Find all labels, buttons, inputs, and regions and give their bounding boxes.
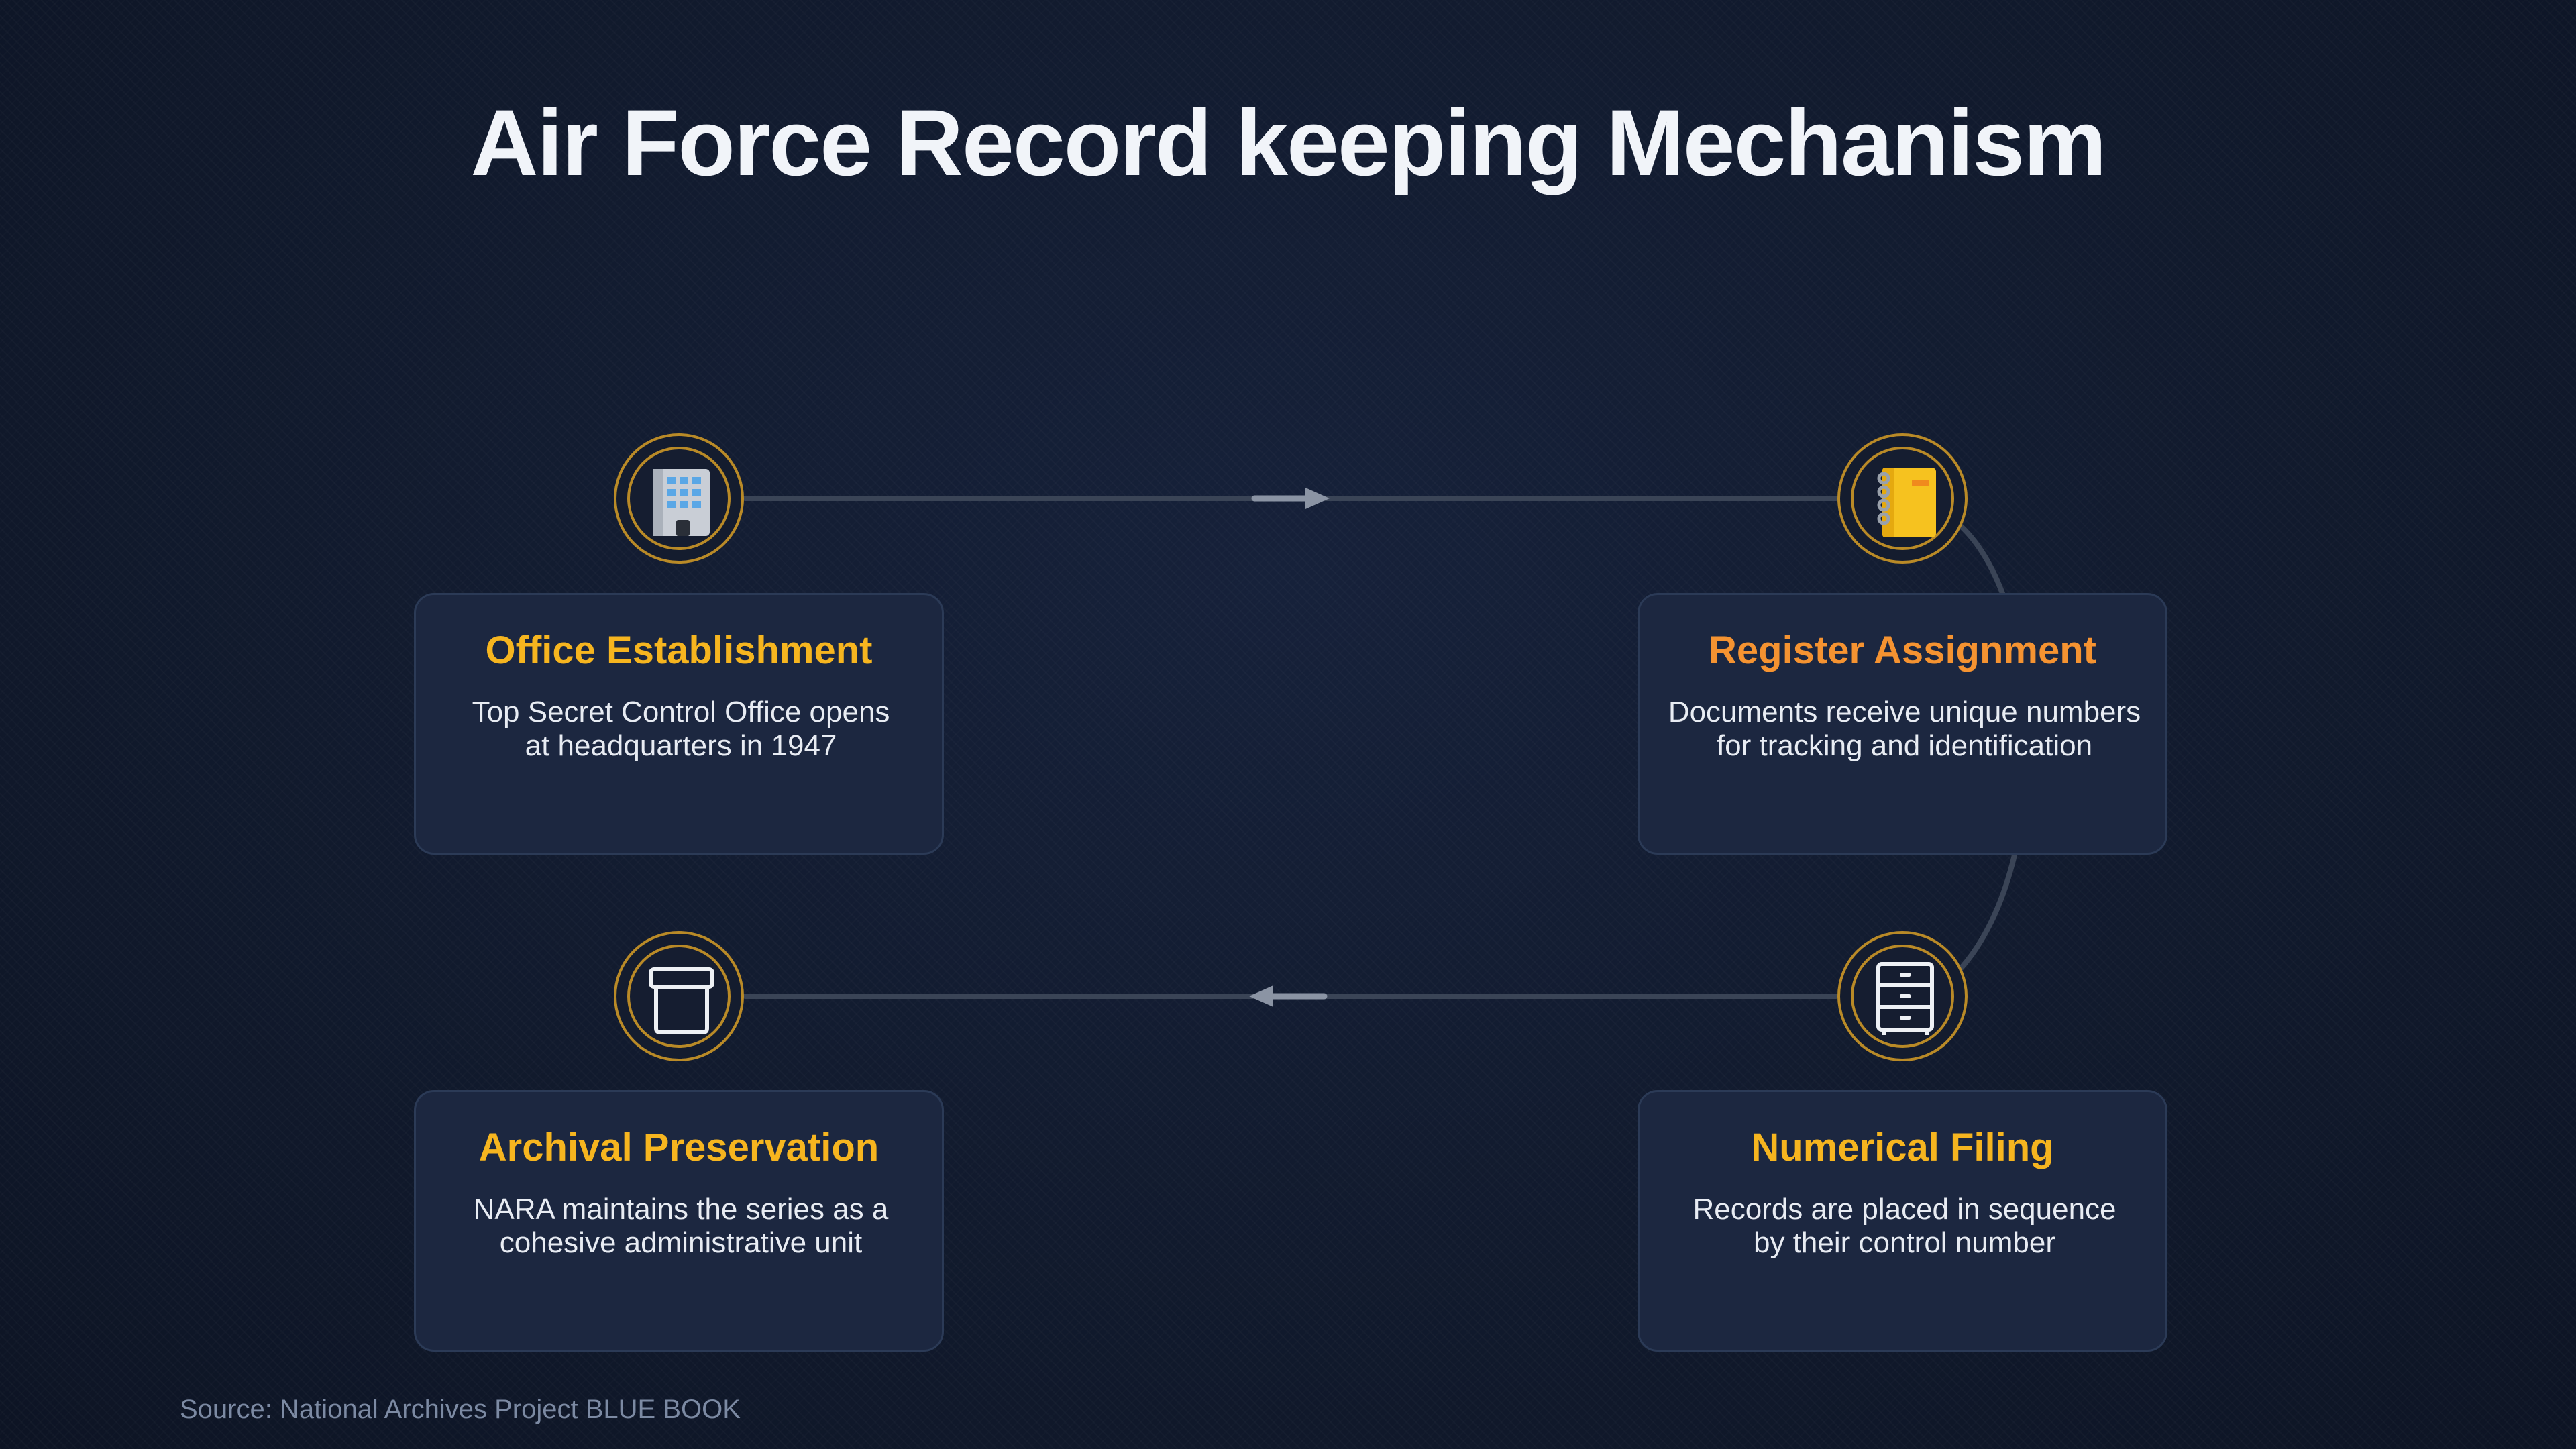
step-description-line: cohesive administrative unit <box>499 1226 863 1259</box>
archive-box-icon <box>649 967 714 1034</box>
source-note: Source: National Archives Project BLUE B… <box>180 1395 741 1424</box>
file-cabinet-icon <box>1876 962 1934 1035</box>
page-title: Air Force Record keeping Mechanism <box>470 90 2106 195</box>
step-node-register <box>1837 433 1968 564</box>
arrow-left-icon <box>1249 985 1328 1007</box>
step-description-line: Top Secret Control Office opens <box>472 696 890 729</box>
office-building-icon <box>653 469 710 536</box>
arrow-right-icon <box>1251 488 1330 509</box>
step-description-line: Records are placed in sequence <box>1693 1193 2116 1226</box>
step-description-line: for tracking and identification <box>1716 729 2093 762</box>
step-title: Register Assignment <box>1709 629 2096 672</box>
notebook-icon <box>1877 468 1936 537</box>
step-description: NARA maintains the series as a cohesive … <box>443 1193 919 1260</box>
step-node-filing <box>1837 931 1968 1061</box>
step-card-numerical-filing: Numerical Filing Records are placed in s… <box>1638 1090 2167 1352</box>
step-description-line: NARA maintains the series as a <box>473 1193 889 1226</box>
step-card-office-establishment: Office Establishment Top Secret Control … <box>414 593 944 855</box>
step-description: Records are placed in sequence by their … <box>1666 1193 2143 1260</box>
step-card-archival-preservation: Archival Preservation NARA maintains the… <box>414 1090 944 1352</box>
step-node-archive <box>614 931 744 1061</box>
step-node-office <box>614 433 744 564</box>
step-description-line: Documents receive unique numbers <box>1668 696 2141 729</box>
step-description-line: at headquarters in 1947 <box>525 729 837 762</box>
step-description: Documents receive unique numbers for tra… <box>1666 696 2143 763</box>
step-description-line: by their control number <box>1754 1226 2055 1259</box>
step-card-register-assignment: Register Assignment Documents receive un… <box>1638 593 2167 855</box>
step-title: Numerical Filing <box>1751 1126 2054 1169</box>
step-title: Archival Preservation <box>478 1126 879 1169</box>
step-description: Top Secret Control Office opens at headq… <box>443 696 919 763</box>
step-title: Office Establishment <box>485 629 873 672</box>
